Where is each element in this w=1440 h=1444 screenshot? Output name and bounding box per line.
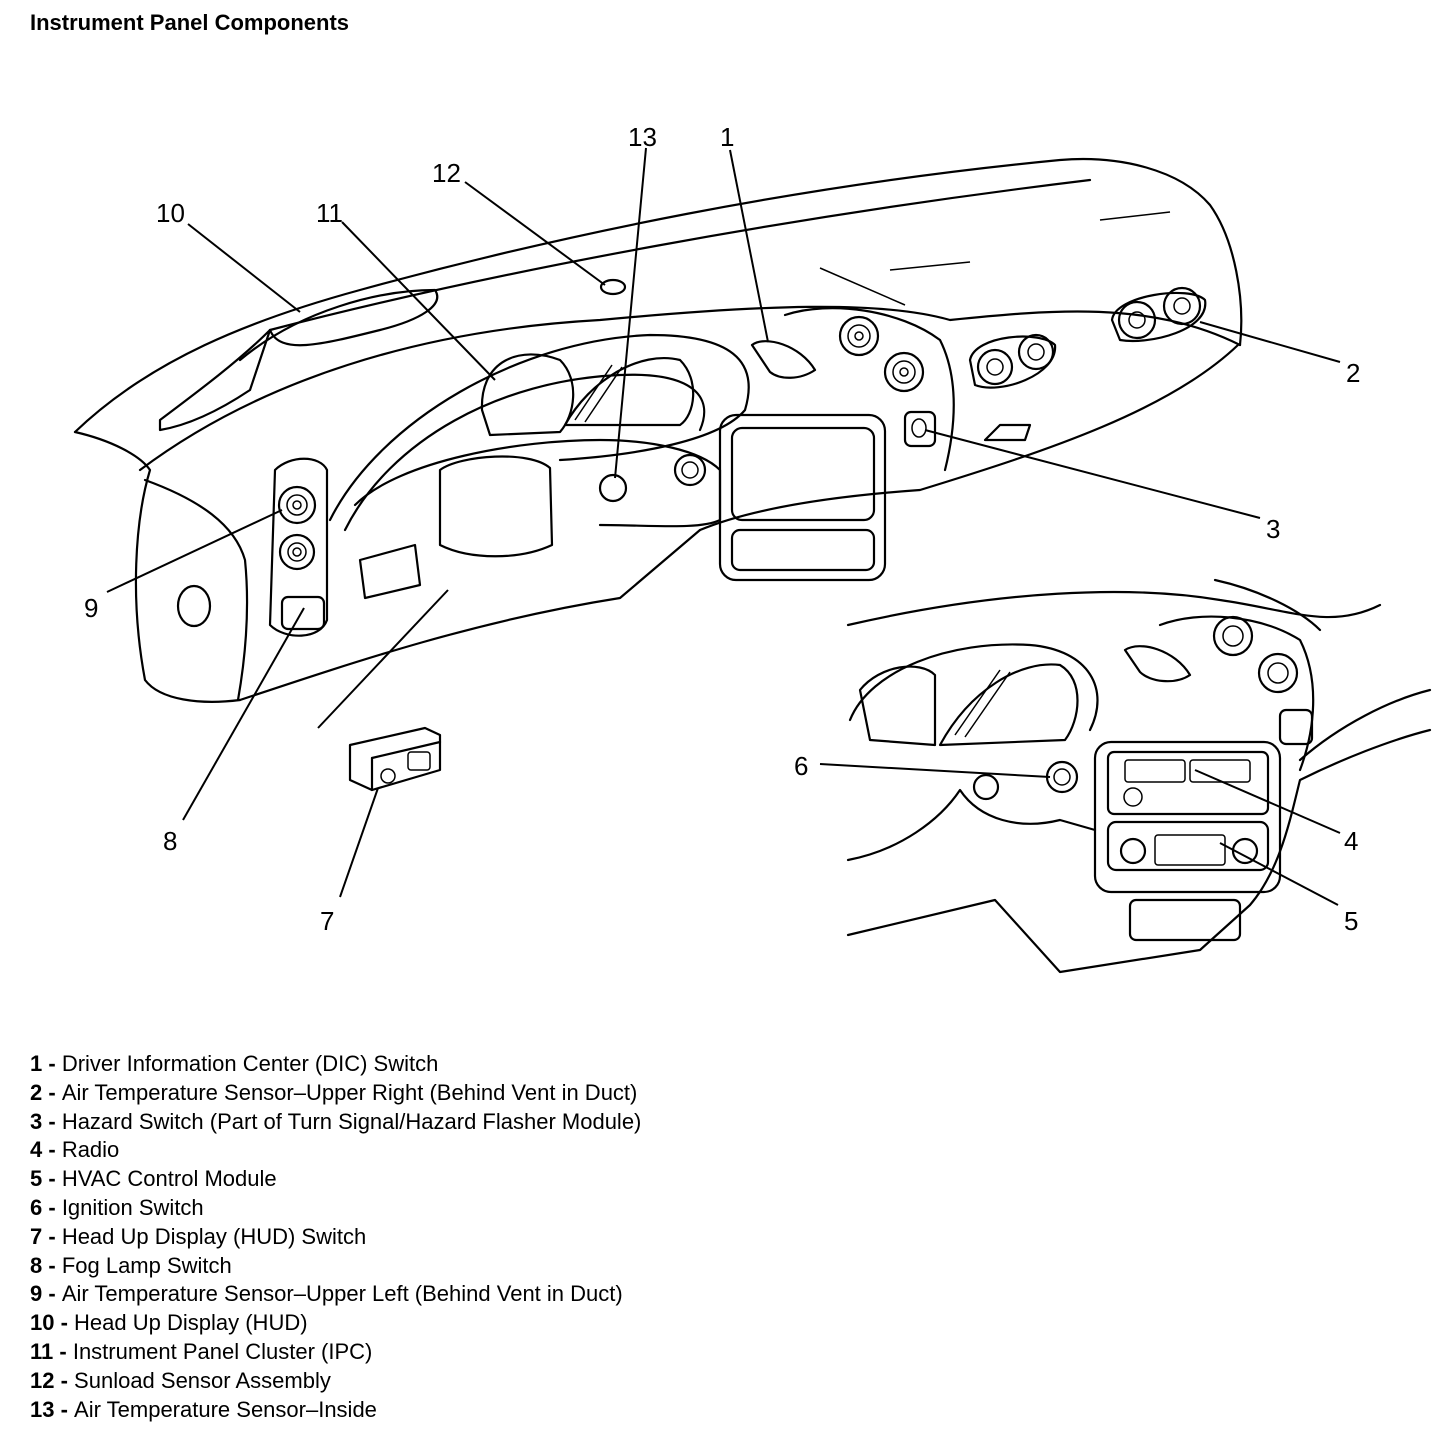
callout-5: 5 <box>1344 906 1358 936</box>
legend-item: 12 - Sunload Sensor Assembly <box>30 1367 331 1393</box>
dashboard-inset-view <box>846 578 1432 974</box>
callout-7: 7 <box>320 906 334 936</box>
callout-1: 1 <box>720 122 734 152</box>
legend-item: 3 - Hazard Switch (Part of Turn Signal/H… <box>30 1108 642 1134</box>
callout-4: 4 <box>1344 826 1358 856</box>
legend-item: 8 - Fog Lamp Switch <box>30 1252 232 1278</box>
legend-item: 5 - HVAC Control Module <box>30 1166 277 1192</box>
legend-item: 7 - Head Up Display (HUD) Switch <box>30 1223 367 1249</box>
callout-10: 10 <box>156 198 185 228</box>
legend-item: 10 - Head Up Display (HUD) <box>30 1310 308 1336</box>
component-legend: 1 - Driver Information Center (DIC) Swit… <box>30 1050 641 1424</box>
legend-item: 6 - Ignition Switch <box>30 1194 204 1220</box>
callout-leaders <box>106 147 1341 906</box>
callout-3: 3 <box>1266 514 1280 544</box>
legend-item: 2 - Air Temperature Sensor–Upper Right (… <box>30 1079 638 1105</box>
callout-8: 8 <box>163 826 177 856</box>
callout-9: 9 <box>84 593 98 623</box>
legend-item: 11 - Instrument Panel Cluster (IPC) <box>30 1338 373 1364</box>
legend-item: 9 - Air Temperature Sensor–Upper Left (B… <box>30 1281 623 1307</box>
callout-labels: 1 2 3 4 5 6 7 8 9 10 11 12 13 <box>84 122 1360 936</box>
callout-6: 6 <box>794 751 808 781</box>
callout-13: 13 <box>628 122 657 152</box>
page-title: Instrument Panel Components <box>30 10 350 35</box>
callout-11: 11 <box>316 198 343 228</box>
callout-2: 2 <box>1346 358 1360 388</box>
legend-item: 13 - Air Temperature Sensor–Inside <box>30 1396 377 1422</box>
dashboard-main-view <box>73 158 1243 792</box>
legend-item: 4 - Radio <box>30 1137 120 1163</box>
legend-item: 1 - Driver Information Center (DIC) Swit… <box>30 1051 439 1076</box>
callout-12: 12 <box>432 158 461 188</box>
